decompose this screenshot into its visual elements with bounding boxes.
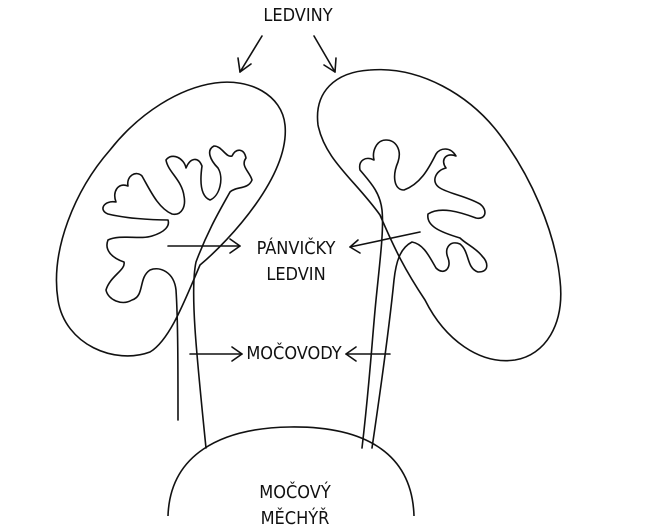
right-kidney: [318, 70, 561, 361]
bladder-label-line2: MĚCHÝŘ: [238, 506, 352, 532]
bladder-label: MOČOVÝ MĚCHÝŘ: [238, 480, 352, 532]
renal-pelvis-label: PÁNVIČKY LEDVIN: [242, 236, 350, 288]
ureters-label: MOČOVODY: [240, 341, 348, 367]
kidney-arrow-left: [238, 36, 262, 72]
renal-pelvis-label-line1: PÁNVIČKY: [242, 236, 350, 262]
left-kidney: [57, 82, 286, 356]
renal-pelvis-label-line2: LEDVIN: [242, 262, 350, 288]
ureter-arrow-right: [346, 347, 390, 361]
left-renal-pelvis: [103, 146, 252, 448]
kidney-arrow-right: [314, 36, 336, 72]
bladder-label-line1: MOČOVÝ: [238, 480, 352, 506]
right-renal-pelvis: [360, 140, 487, 448]
kidneys-label: LEDVINY: [248, 3, 348, 29]
